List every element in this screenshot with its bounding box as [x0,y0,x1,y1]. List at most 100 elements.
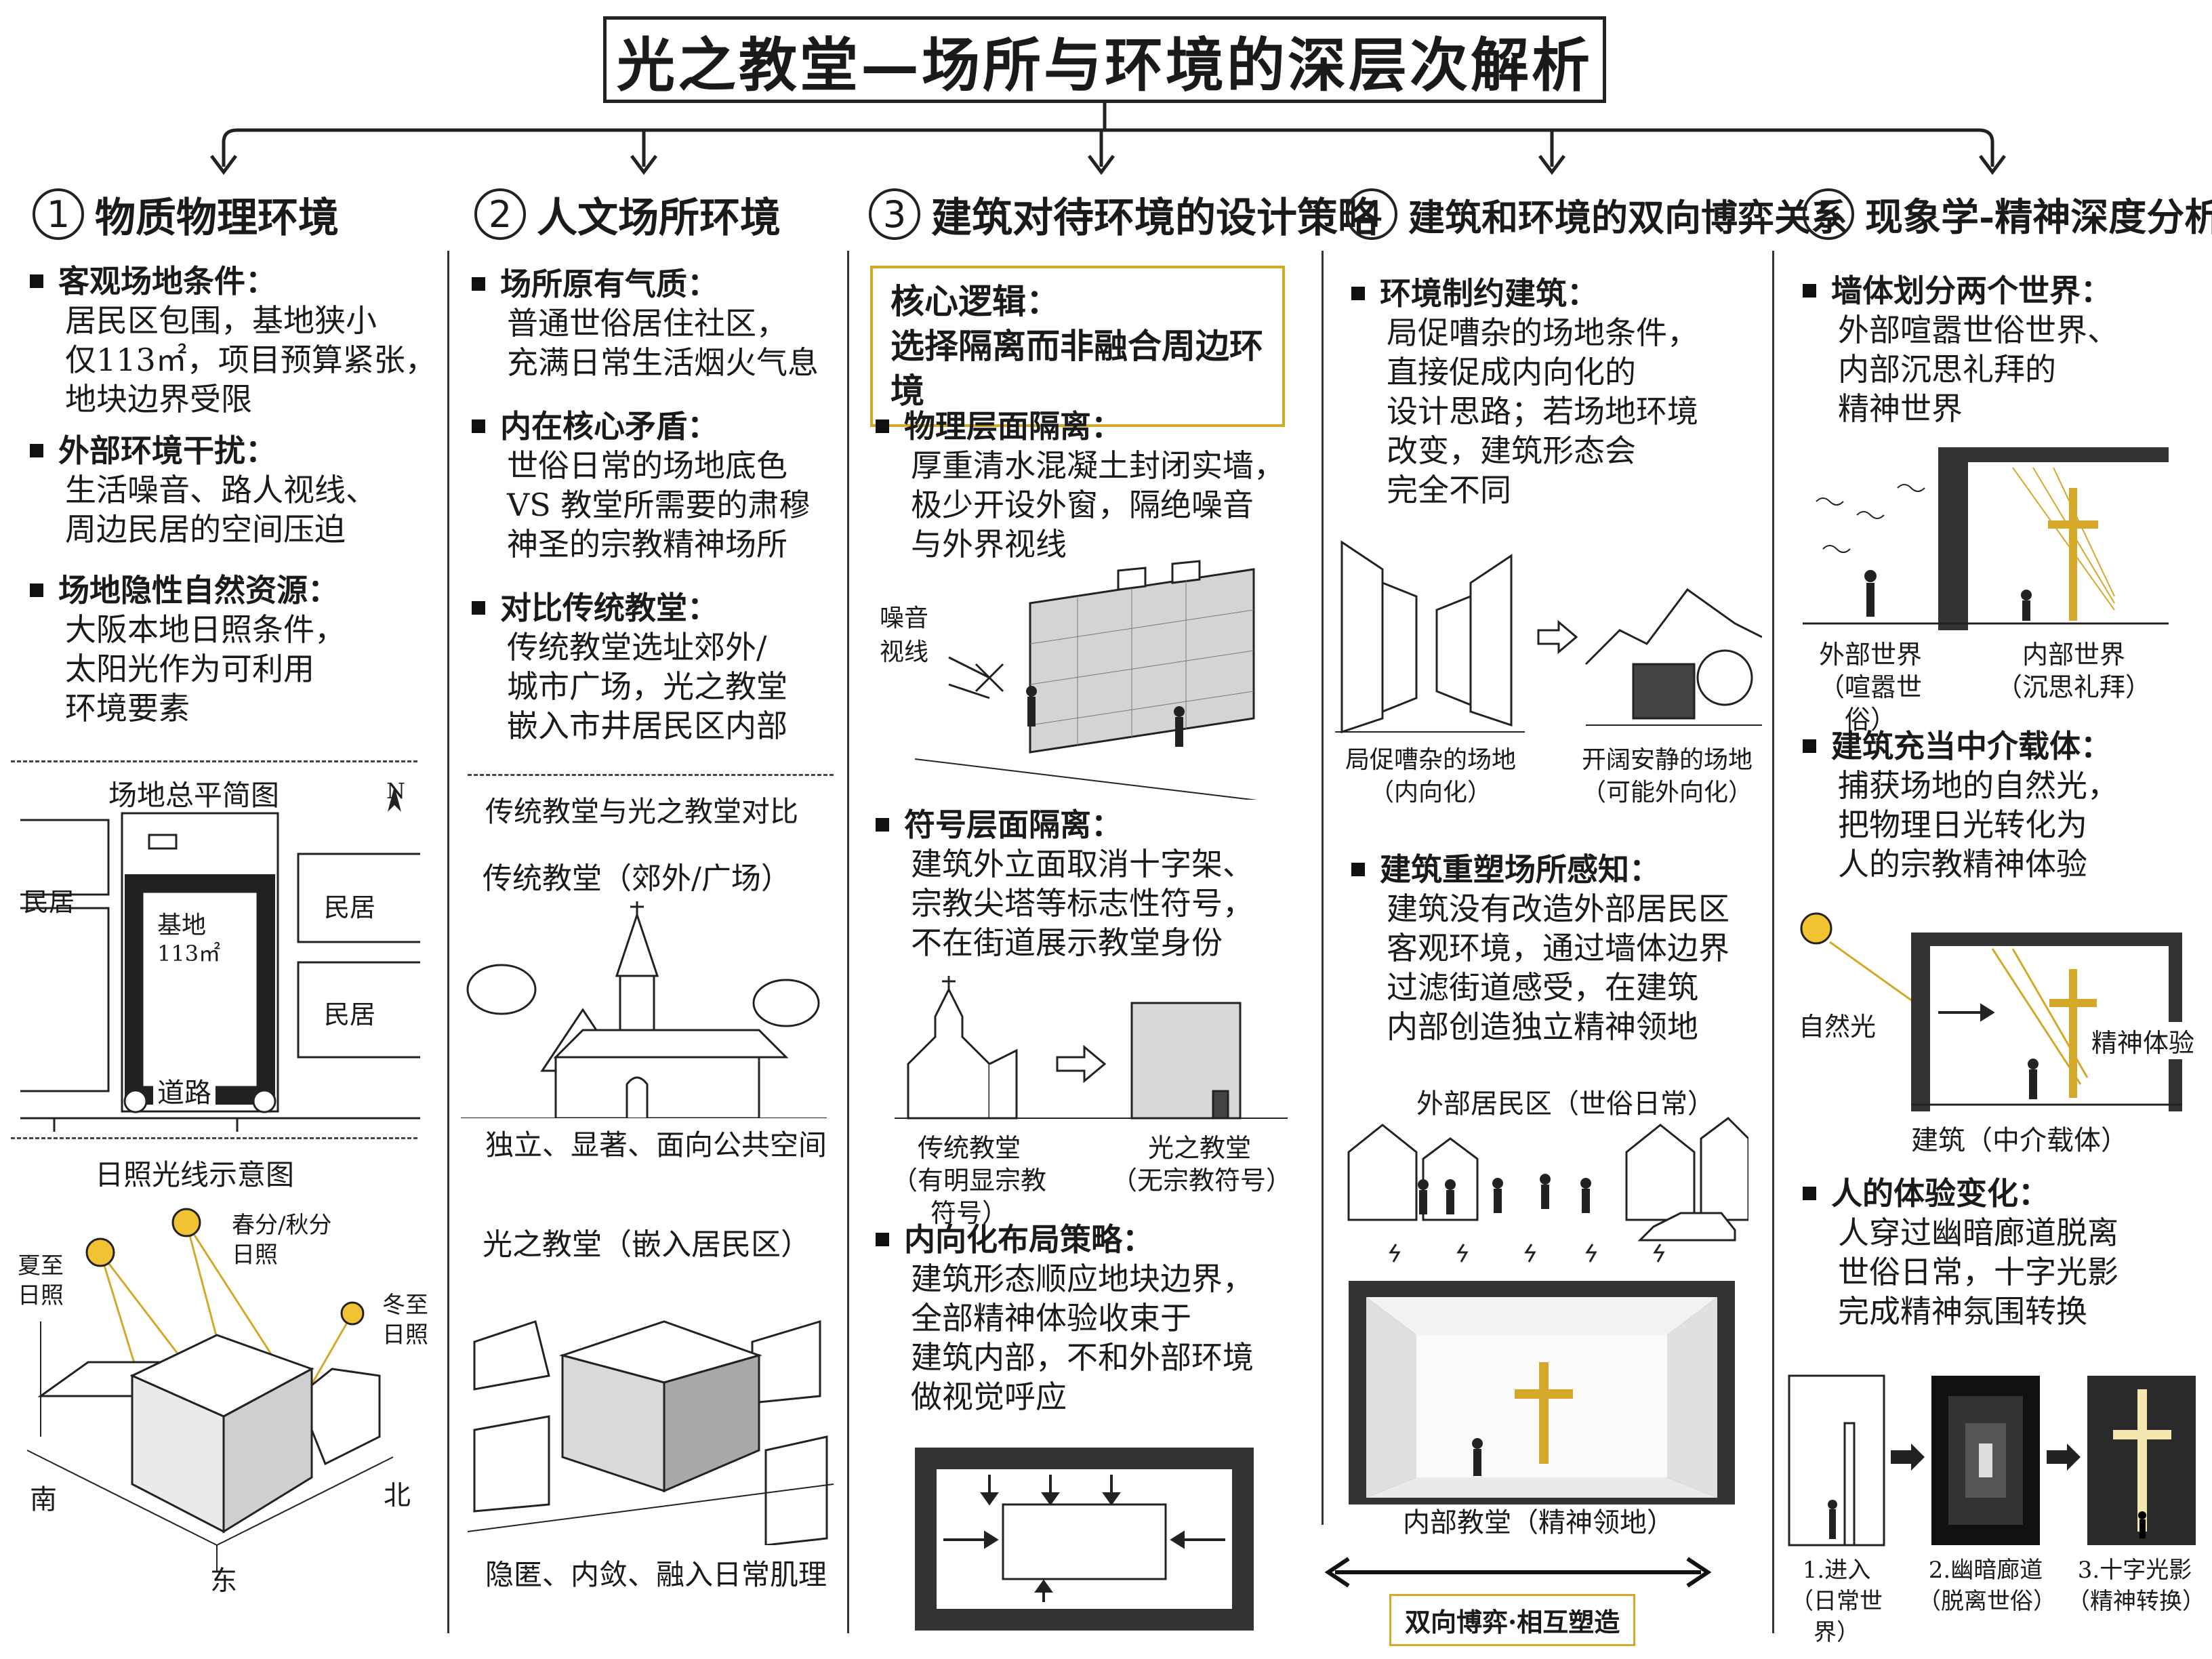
sun-diagram-title: 日照光线示意图 [95,1158,295,1191]
bullet-square [1351,287,1365,300]
site-plan-title: 场地总平简图 [108,779,280,812]
col1-section-3: 场地隐性自然资源： 大阪本地日照条件， 太阳光作为可利用 环境要素 [30,571,436,728]
inside-church-label: 内部教堂（精神领地） [1403,1507,1674,1538]
step-2-label: 2.幽暗廊道 （脱离世俗） [1918,1557,2056,1615]
main-title: 光之教堂—场所与环境的深层次解析 [603,16,1606,103]
column-3-title: 建筑对待环境的设计策略 [931,194,1378,242]
column-5-title: 现象学-精神深度分析 [1865,194,2212,240]
col3-s1-body: 厚重清水混凝土封闭实墙， 极少开设外窗，隔绝噪音 与外界视线 [911,447,1285,562]
bullet-square [472,277,485,291]
site-label: 基地 [157,912,207,939]
col1-dash-1 [11,760,417,762]
col3-section-2: 符号层面隔离： 建筑外立面取消十字架、 宗教尖塔等标志性符号， 不在街道展示教堂… [876,805,1309,962]
col5-section-2: 建筑充当中介载体： 捕获场地的自然光， 把物理日光转化为 人的宗教精神体验 [1803,726,2196,884]
sun-icon [1800,912,1832,945]
column-2-title: 人文场所环境 [537,194,781,242]
column-2-number: 2 [474,188,526,240]
column-3-header: 3 建筑对待环境的设计策略 [869,180,1378,248]
column-4-title: 建筑和环境的双向博弈关系 [1408,195,1847,239]
step-2-sketch [1931,1376,2040,1545]
col3-s2-body: 建筑外立面取消十字架、 宗教尖塔等标志性符号， 不在街道展示教堂身份 [911,846,1254,961]
sun-summer-label: 夏至 日照 [18,1252,64,1309]
arrow-icon [1891,1443,1925,1471]
col3-section-1: 物理层面隔离： 厚重清水混凝土封闭实墙， 极少开设外窗，隔绝噪音 与外界视线 [876,407,1309,564]
mutual-shaping-label: 双向博弈·相互塑造 [1389,1594,1636,1646]
light-church-sketch [468,1319,834,1545]
traditional-church-sketch [461,901,827,1118]
col2-section-1: 场所原有气质： 普通世俗居住社区， 充满日常生活烟火气息 [472,264,838,382]
bullet-square [1351,863,1365,876]
col5-s2-head: 建筑充当中介载体： [1831,728,2112,764]
col1-section-2: 外部环境干扰： 生活噪音、路人视线、 周边民居的空间压迫 [30,431,436,549]
divider-4 [1772,251,1774,1633]
divider-3 [1322,251,1324,1525]
compare-title: 传统教堂与光之教堂对比 [485,795,799,828]
light-church-title: 光之教堂（嵌入居民区） [483,1227,811,1262]
bullet-square [472,419,485,433]
sun-winter [340,1301,365,1326]
light-church-caption-2: 光之教堂 （无宗教符号） [1111,1133,1292,1195]
col1-section-1: 客观场地条件： 居民区包围，基地狭小 仅113㎡，项目预算紧张， 地块边界受限 [30,262,436,419]
spirit-experience-label: 精神体验 [2091,1022,2195,1059]
col4-s1-body: 局促嘈杂的场地条件， 直接促成内向化的 设计思路；若场地环境 改变，建筑形态会 … [1387,314,1698,508]
bullet-square [30,583,43,597]
col3-s2-head: 符号层面隔离： [904,806,1122,843]
bullet-square [30,444,43,457]
bidirectional-arrow [1324,1557,1712,1588]
col5-s2-body: 捕获场地的自然光， 把物理日光转化为 人的宗教精神体验 [1838,767,2118,882]
traditional-title: 传统教堂（郊外/广场） [483,861,791,896]
col5-section-3: 人的体验变化： 人穿过幽暗廊道脱离 世俗日常，十字光影 完成精神氛围转换 [1803,1174,2196,1331]
step-3-label: 3.十字光影 （精神转换） [2067,1557,2205,1615]
col2-dash [468,774,834,776]
cramped-site-caption: 局促嘈杂的场地 （内向化） [1345,746,1516,806]
bullet-square [1803,1187,1816,1200]
sun-diagram [26,1208,394,1572]
col4-s2-body: 建筑没有改造外部居民区 客观环境，通过墙体边界 过滤街道感受，在建筑 内部创造独… [1387,890,1729,1045]
col2-section-2: 内在核心矛盾： 世俗日常的场地底色 VS 教堂所需要的肃穆 神圣的宗教精神场所 [472,407,838,564]
col1-dash-2 [11,1137,417,1139]
bidirectional-sketch [1347,1117,1748,1504]
sun-summer [85,1237,115,1267]
column-4-number: 4 [1346,188,1397,240]
col5-section-1: 墙体划分两个世界： 外部喧嚣世俗世界、 内部沉思礼拜的 精神世界 [1803,271,2196,428]
inner-world-label: 内部世界 （沉思礼拜） [1996,640,2151,702]
col4-section-2: 建筑重塑场所感知： 建筑没有改造外部居民区 客观环境，通过墙体边界 过滤街道感受… [1351,850,1758,1046]
bullet-square [876,1233,889,1246]
column-3-number: 3 [869,188,920,240]
col1-s3-head: 场地隐性自然资源： [58,572,339,609]
south-label: 南 [30,1484,57,1515]
col5-s3-head: 人的体验变化： [1831,1175,2049,1212]
col3-section-3: 内向化布局策略： 建筑形态顺应地块边界， 全部精神体验收束于 建筑内部，不和外部… [876,1220,1309,1416]
two-worlds-sketch [1803,447,2169,630]
column-4-header: 4 建筑和环境的双向博弈关系 [1346,180,1847,248]
col1-s2-head: 外部环境干扰： [58,432,276,469]
symbol-isolation-sketch [895,976,1288,1120]
bullet-square [1803,284,1816,298]
main-title-text: 光之教堂—场所与环境的深层次解析 [617,30,1593,100]
outer-world-label: 外部世界 （喧嚣世俗） [1818,640,1922,735]
column-1-header: 1 物质物理环境 [33,180,339,248]
column-5-number: 5 [1803,188,1854,240]
col1-s1-head: 客观场地条件： [58,263,276,300]
isolation-wall-sketch [914,560,1258,800]
core-logic-box: 核心逻辑： 选择隔离而非融合周边环境 [870,266,1285,427]
north-label: 北 [384,1480,411,1511]
col5-s3-body: 人穿过幽暗廊道脱离 世俗日常，十字光影 完成精神氛围转换 [1838,1214,2118,1330]
site-right-label-1: 民居 [324,893,376,922]
bullet-square [1803,739,1816,753]
step-1-label: 1.进入 （日常世界） [1790,1557,1883,1646]
col1-s3-body: 大阪本地日照条件， 太阳光作为可利用 环境要素 [65,611,346,726]
site-area: 113㎡ [157,941,221,966]
col2-section-3: 对比传统教堂： 传统教堂选址郊外/ 城市广场，光之教堂 嵌入市井居民区内部 [472,588,838,745]
light-church-caption: 隐匿、内敛、融入日常肌理 [485,1558,827,1591]
col5-s1-head: 墙体划分两个世界： [1831,272,2112,309]
step-1-sketch [1788,1374,1885,1547]
column-5-header: 5 现象学-精神深度分析 [1803,180,2212,248]
bullet-square [30,274,43,288]
sun-winter-label: 冬至 日照 [382,1292,428,1349]
medium-label: 建筑（中介载体） [1911,1125,2128,1156]
col4-section-1: 环境制约建筑： 局促嘈杂的场地条件， 直接促成内向化的 设计思路；若场地环境 改… [1351,274,1758,510]
col5-s1-body: 外部喧嚣世俗世界、 内部沉思礼拜的 精神世界 [1838,312,2118,427]
bullet-square [876,818,889,832]
col1-s1-body: 居民区包围，基地狭小 仅113㎡，项目预算紧张， 地块边界受限 [65,302,436,417]
